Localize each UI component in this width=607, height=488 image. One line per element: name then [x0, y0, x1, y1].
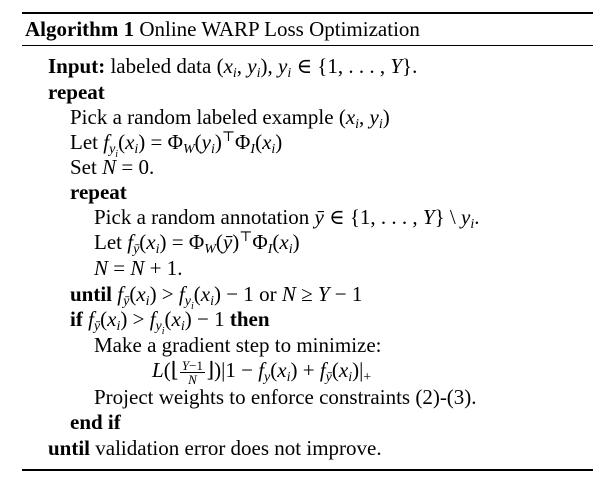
let-text: Let [70, 130, 98, 154]
until-keyword: until [70, 282, 113, 306]
pick-annotation-line: Pick a random annotation ȳ ∈ {1, . . . ,… [94, 205, 480, 232]
let-fbar-line: Let fȳ(xi) = ΦW(ȳ)⊤ΦI(xi) [94, 230, 300, 257]
let2-text: Let [94, 230, 122, 254]
input-keyword: Input: [48, 54, 106, 78]
then-keyword: then [229, 307, 270, 331]
let-f-line: Let fyi(xi) = ΦW(yi)⊤ΦI(xi) [70, 130, 283, 160]
project-text: Project weights to enforce constraints (… [94, 385, 477, 409]
until-inner-line: until fȳ(xi) > fyi(xi) − 1 or N ≥ Y − 1 [70, 282, 363, 312]
set-text: Set [70, 155, 97, 179]
until-outer-text: validation error does not improve. [95, 436, 382, 460]
repeat-inner-keyword: repeat [70, 180, 127, 204]
until-outer-line: until validation error does not improve. [48, 436, 382, 460]
repeat-keyword: repeat [48, 80, 105, 104]
if-line: if fȳ(xi) > fyi(xi) − 1 then [70, 307, 270, 337]
algorithm-title: Algorithm 1 Online WARP Loss Optimizatio… [25, 15, 420, 43]
pick-example-text: Pick a random labeled example [70, 105, 334, 129]
until-outer-keyword: until [48, 436, 91, 460]
bottom-rule [22, 469, 593, 471]
gradient-line: Make a gradient step to minimize: [94, 333, 382, 357]
repeat-outer: repeat [48, 80, 105, 104]
increment-line: N = N + 1. [94, 256, 183, 280]
input-line: Input: labeled data (xi, yi), yi ∈ {1, .… [48, 54, 418, 81]
top-rule [22, 12, 593, 14]
input-text: labeled data [110, 54, 212, 78]
pick-example-line: Pick a random labeled example (xi, yi) [70, 105, 390, 132]
repeat-inner: repeat [70, 180, 127, 204]
algorithm-label: Algorithm 1 [25, 17, 135, 41]
end-if-line: end if [70, 410, 121, 434]
algorithm-name: Online WARP Loss Optimization [139, 17, 420, 41]
set-n-line: Set N = 0. [70, 155, 155, 179]
end-if-keyword: end if [70, 410, 121, 434]
gradient-text: Make a gradient step to minimize: [94, 333, 382, 357]
or-text: or [259, 282, 277, 306]
if-keyword: if [70, 307, 83, 331]
algorithm-box: Algorithm 1 Online WARP Loss Optimizatio… [22, 0, 593, 488]
pick-annotation-text: Pick a random annotation [94, 205, 310, 229]
project-line: Project weights to enforce constraints (… [94, 385, 477, 409]
mid-rule [22, 45, 593, 46]
